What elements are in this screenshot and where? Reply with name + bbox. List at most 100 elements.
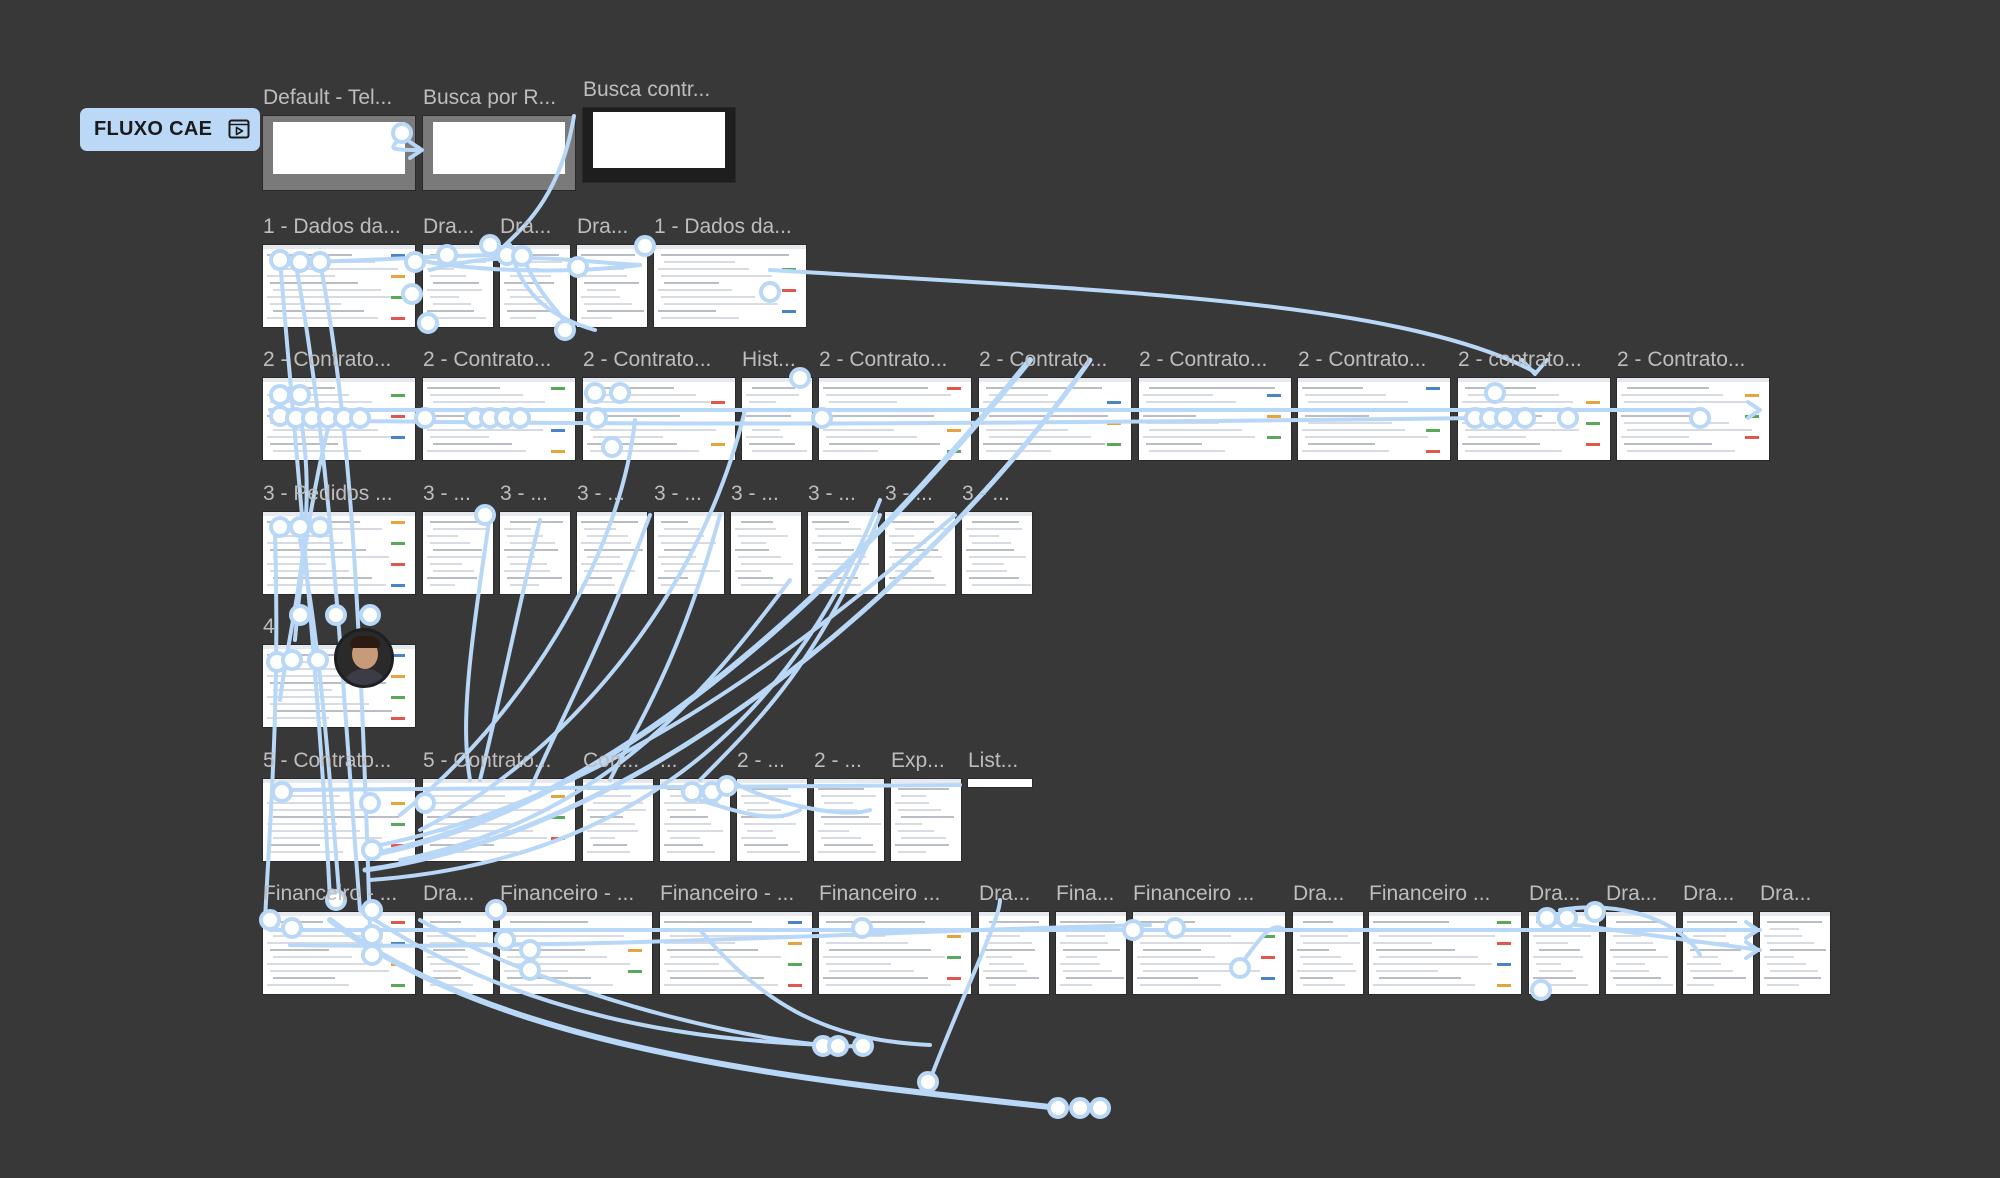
screen-thumbnail[interactable] bbox=[423, 378, 575, 460]
frame-title: Fina... bbox=[1056, 883, 1115, 904]
screen-thumbnail[interactable] bbox=[660, 912, 812, 994]
screen-thumbnail[interactable] bbox=[500, 245, 570, 327]
screen-thumbnail[interactable] bbox=[1056, 912, 1126, 994]
screen-thumbnail[interactable] bbox=[742, 378, 812, 460]
screen-thumbnail[interactable] bbox=[1458, 378, 1610, 460]
screen-thumbnail[interactable] bbox=[1606, 912, 1676, 994]
screen-thumbnail[interactable] bbox=[731, 512, 801, 594]
screen-thumbnail[interactable] bbox=[423, 779, 575, 861]
screen-thumbnail[interactable] bbox=[263, 378, 415, 460]
frame-title: 2 - Contrato... bbox=[1617, 349, 1746, 370]
screen-thumbnail[interactable] bbox=[660, 779, 730, 861]
frame-title: Dra... bbox=[979, 883, 1031, 904]
frame-title: Financeiro - ... bbox=[263, 883, 398, 904]
frame-title: Con... bbox=[583, 750, 640, 771]
screen-thumbnail[interactable] bbox=[577, 512, 647, 594]
screen-thumbnail[interactable] bbox=[819, 378, 971, 460]
screen-thumbnail[interactable] bbox=[654, 512, 724, 594]
screen-thumbnail[interactable] bbox=[1293, 912, 1363, 994]
screen-thumbnail[interactable] bbox=[577, 245, 647, 327]
play-icon[interactable] bbox=[228, 119, 250, 139]
screen-thumbnail[interactable] bbox=[1617, 378, 1769, 460]
screen-thumbnail[interactable] bbox=[263, 912, 415, 994]
flow-start-button[interactable]: FLUXO CAE bbox=[80, 108, 260, 151]
screen-thumbnail[interactable] bbox=[654, 245, 806, 327]
frame-title: 3 - ... bbox=[423, 483, 471, 504]
screen-thumbnail[interactable] bbox=[1529, 912, 1599, 994]
screen-thumbnail[interactable] bbox=[263, 245, 415, 327]
screen-thumbnail[interactable] bbox=[979, 912, 1049, 994]
screen-thumbnail[interactable] bbox=[979, 378, 1131, 460]
screen-thumbnail[interactable] bbox=[808, 512, 878, 594]
screen-thumbnail[interactable] bbox=[1760, 912, 1830, 994]
frame-title: Dra... bbox=[500, 216, 552, 237]
screen-thumbnail[interactable] bbox=[1683, 912, 1753, 994]
frame-title: 2 - ... bbox=[737, 750, 785, 771]
frame-title: 3 - ... bbox=[654, 483, 702, 504]
screen-thumbnail[interactable] bbox=[968, 779, 1032, 787]
screen-thumbnail[interactable] bbox=[500, 912, 652, 994]
frame-title: 2 - contrato... bbox=[1458, 349, 1582, 370]
frame-title: 5 - Contrato... bbox=[423, 750, 552, 771]
frame-title: 2 - Contrato... bbox=[1139, 349, 1268, 370]
frame-title: 3 - ... bbox=[885, 483, 933, 504]
screen-thumbnail[interactable] bbox=[263, 779, 415, 861]
frame-title: 2 - Contrato... bbox=[979, 349, 1108, 370]
frame-title: 5 - Contrato... bbox=[263, 750, 392, 771]
frame-title: 2 - ... bbox=[814, 750, 862, 771]
frame-title: Dra... bbox=[1606, 883, 1658, 904]
screen-thumbnail[interactable] bbox=[583, 108, 735, 182]
frame-title: 4 bbox=[263, 616, 275, 637]
frame-title: Busca contr... bbox=[583, 79, 711, 100]
frame-title: Financeiro - ... bbox=[500, 883, 635, 904]
frame-title: Financeiro ... bbox=[819, 883, 941, 904]
screen-thumbnail[interactable] bbox=[1369, 912, 1521, 994]
screen-thumbnail[interactable] bbox=[819, 912, 971, 994]
screen-thumbnail[interactable] bbox=[583, 378, 735, 460]
frame-title: 2 - Contrato... bbox=[263, 349, 392, 370]
screen-thumbnail[interactable] bbox=[423, 912, 493, 994]
screen-thumbnail[interactable] bbox=[962, 512, 1032, 594]
user-avatar[interactable] bbox=[334, 628, 394, 688]
frame-title: Dra... bbox=[1293, 883, 1345, 904]
frame-title: Busca por R... bbox=[423, 87, 557, 108]
frame-title: Dra... bbox=[1760, 883, 1812, 904]
frame-title: 3 - ... bbox=[808, 483, 856, 504]
frame-title: 2 - Contrato... bbox=[819, 349, 948, 370]
frame-title: Dra... bbox=[1683, 883, 1735, 904]
frame-title: Dra... bbox=[1529, 883, 1581, 904]
frame-title: Dra... bbox=[423, 883, 475, 904]
frame-title: Financeiro - ... bbox=[660, 883, 795, 904]
screen-thumbnail[interactable] bbox=[263, 512, 415, 594]
frame-title: Default - Tel... bbox=[263, 87, 393, 108]
frame-title: Financeiro ... bbox=[1133, 883, 1255, 904]
frame-title: 3 - ... bbox=[962, 483, 1010, 504]
frame-title: 1 - Dados da... bbox=[654, 216, 792, 237]
screen-thumbnail[interactable] bbox=[1133, 912, 1285, 994]
screen-thumbnail[interactable] bbox=[1298, 378, 1450, 460]
frame-title: 3 - ... bbox=[500, 483, 548, 504]
flow-name: FLUXO CAE bbox=[94, 118, 213, 140]
screen-thumbnail[interactable] bbox=[583, 779, 653, 861]
screen-thumbnail[interactable] bbox=[423, 245, 493, 327]
frame-title: 3 - ... bbox=[731, 483, 779, 504]
screen-thumbnail[interactable] bbox=[814, 779, 884, 861]
frame-title: 2 - Contrato... bbox=[423, 349, 552, 370]
screen-thumbnail[interactable] bbox=[263, 116, 415, 190]
frame-title: ... bbox=[660, 750, 678, 771]
screen-thumbnail[interactable] bbox=[885, 512, 955, 594]
screen-thumbnail[interactable] bbox=[423, 116, 575, 190]
frame-title: 2 - Contrato... bbox=[583, 349, 712, 370]
screen-thumbnail[interactable] bbox=[500, 512, 570, 594]
frame-title: Dra... bbox=[423, 216, 475, 237]
frame-title: 3 - ... bbox=[577, 483, 625, 504]
frame-title: Hist... bbox=[742, 349, 796, 370]
screen-thumbnail[interactable] bbox=[737, 779, 807, 861]
frame-title: List... bbox=[968, 750, 1019, 771]
screen-thumbnail[interactable] bbox=[891, 779, 961, 861]
screen-thumbnail[interactable] bbox=[1139, 378, 1291, 460]
frame-title: Financeiro ... bbox=[1369, 883, 1491, 904]
frame-title: 3 - Pedidos ... bbox=[263, 483, 393, 504]
screen-thumbnail[interactable] bbox=[423, 512, 493, 594]
